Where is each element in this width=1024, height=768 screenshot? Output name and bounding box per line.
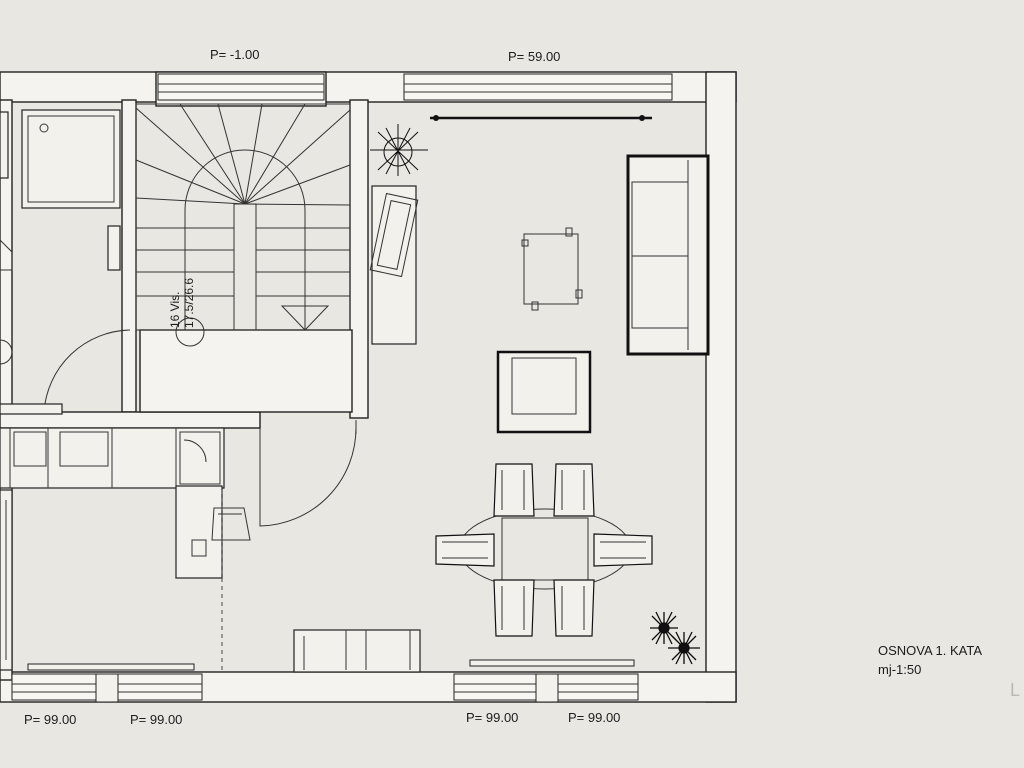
window-label-bottom-2: P= 99.00 (130, 712, 183, 727)
bench-unit (293, 629, 421, 673)
window-label-top-right: P= 59.00 (508, 49, 561, 64)
window-label-top-left: P= -1.00 (210, 47, 260, 62)
bottom-windows (11, 659, 639, 703)
coffee-table (521, 227, 583, 311)
window-label-bottom-4: P= 99.00 (568, 710, 621, 725)
plan-title: OSNOVA 1. KATA (878, 643, 983, 658)
door-swings (43, 329, 357, 527)
armchair (496, 350, 592, 434)
left-cabinet (0, 489, 13, 671)
stair-annotation: 16 Vis. 17.5/26.6 (168, 208, 196, 328)
corner-mark: L (1010, 680, 1021, 700)
shower (0, 109, 121, 271)
stair-annotation-line1: 16 Vis. (168, 291, 182, 328)
left-chair (0, 239, 13, 365)
plant-top (370, 124, 428, 176)
wall-shelf-top (430, 115, 652, 121)
staircase (135, 103, 351, 347)
top-window-right (403, 73, 673, 101)
dining-set (435, 463, 653, 637)
stair-annotation-line2: 17.5/26.6 (182, 277, 196, 328)
plan-scale: mj-1:50 (878, 662, 922, 677)
interior-walls (0, 99, 369, 429)
tv-console (369, 185, 419, 345)
kitchen-counter (0, 403, 225, 579)
top-window-left (157, 73, 325, 101)
plants-bottom (650, 611, 700, 665)
window-label-bottom-1: P= 99.00 (24, 712, 77, 727)
window-label-bottom-3: P= 99.00 (466, 710, 519, 725)
sofa (626, 154, 710, 356)
